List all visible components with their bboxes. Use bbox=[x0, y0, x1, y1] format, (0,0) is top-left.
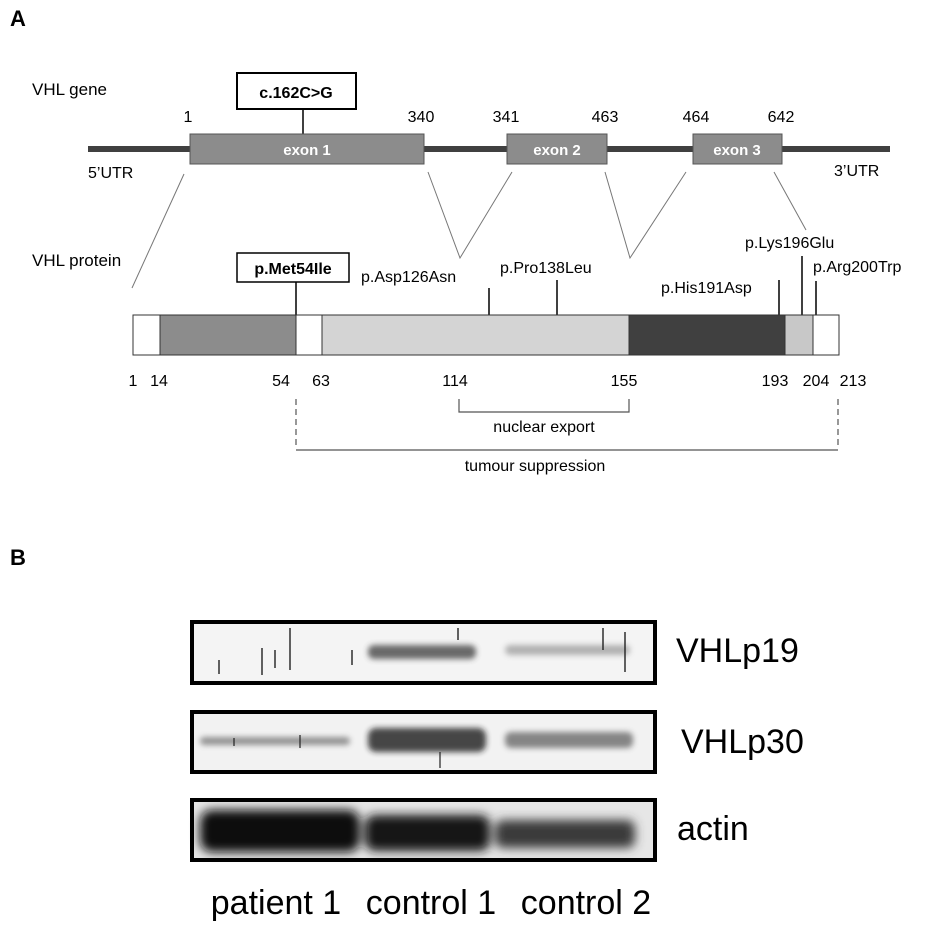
blot-label-vhlp30: VHLp30 bbox=[681, 723, 804, 761]
protein-mutation-box bbox=[236, 252, 350, 283]
exon-1-label: exon 1 bbox=[283, 142, 331, 159]
pos-54: 54 bbox=[272, 373, 290, 390]
exon-2-start: 341 bbox=[493, 109, 520, 126]
utr-3-label: 3’UTR bbox=[834, 163, 879, 180]
variant-asp126asn: p.Asp126Asn bbox=[361, 269, 456, 286]
variant-lys196glu: p.Lys196Glu bbox=[745, 235, 834, 252]
lane-label-control-2: control 2 bbox=[521, 884, 651, 922]
gene-title: VHL gene bbox=[32, 80, 107, 99]
pos-63: 63 bbox=[312, 373, 330, 390]
exon-3-label: exon 3 bbox=[713, 142, 761, 159]
exon-mapping-lines bbox=[131, 171, 807, 289]
blot-vhlp30 bbox=[190, 710, 657, 774]
exon-3-start: 464 bbox=[683, 109, 710, 126]
variant-arg200trp: p.Arg200Trp bbox=[813, 259, 901, 276]
pos-14: 14 bbox=[150, 373, 168, 390]
lane-label-patient-1: patient 1 bbox=[211, 884, 341, 922]
blot-vhlp19 bbox=[190, 620, 657, 685]
exon-3-box bbox=[692, 133, 783, 165]
tumour-suppression-bracket bbox=[295, 399, 839, 451]
panel-b-letter: B bbox=[10, 545, 26, 570]
pos-213: 213 bbox=[840, 373, 867, 390]
blot-actin bbox=[190, 798, 657, 862]
protein-mutation-label: p.Met54Ile bbox=[254, 261, 331, 278]
exon-2-label: exon 2 bbox=[533, 142, 581, 159]
exon-1-box bbox=[189, 133, 425, 165]
pos-193: 193 bbox=[762, 373, 789, 390]
tumour-suppression-label: tumour suppression bbox=[465, 458, 606, 475]
blot-label-actin: actin bbox=[677, 810, 749, 848]
variant-his191asp: p.His191Asp bbox=[661, 280, 752, 297]
nuclear-export-bracket bbox=[458, 399, 630, 413]
gene-mutation-label: c.162C>G bbox=[259, 85, 332, 102]
exon-1-end: 340 bbox=[408, 109, 435, 126]
exon-2-box bbox=[506, 133, 608, 165]
pos-1: 1 bbox=[129, 373, 138, 390]
variant-pro138leu: p.Pro138Leu bbox=[500, 260, 592, 277]
exon-1-start: 1 bbox=[184, 109, 193, 126]
pos-114: 114 bbox=[442, 373, 468, 390]
exon-2-end: 463 bbox=[592, 109, 619, 126]
lane-label-control-1: control 1 bbox=[366, 884, 496, 922]
protein-title: VHL protein bbox=[32, 251, 121, 270]
exon-3-end: 642 bbox=[768, 109, 795, 126]
protein-bar bbox=[132, 314, 840, 356]
pos-155: 155 bbox=[611, 373, 638, 390]
blot-label-vhlp19: VHLp19 bbox=[676, 632, 799, 670]
pos-204: 204 bbox=[803, 373, 830, 390]
utr-5-label: 5’UTR bbox=[88, 165, 133, 182]
gene-mutation-box bbox=[236, 72, 357, 110]
nuclear-export-label: nuclear export bbox=[493, 419, 595, 436]
panel-a-letter: A bbox=[10, 6, 26, 31]
